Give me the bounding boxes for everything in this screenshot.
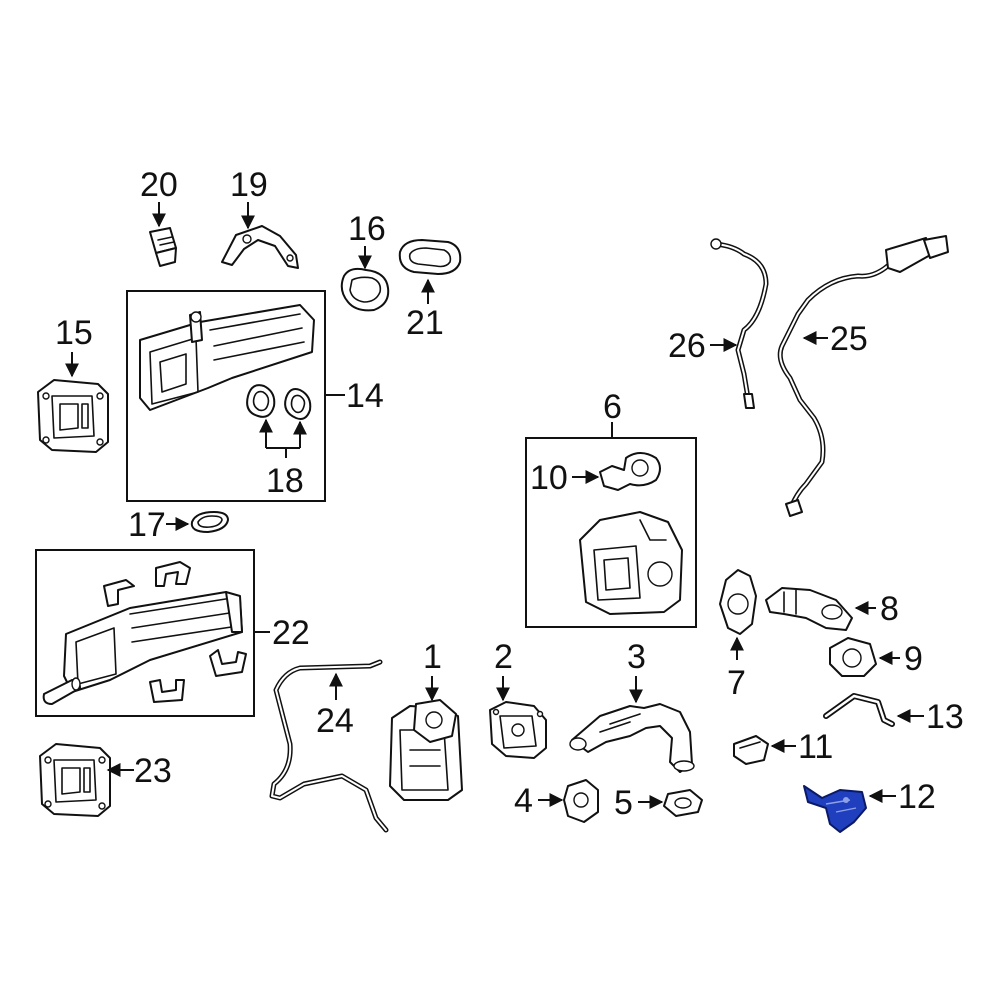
part-6-egr-valve-assembly[interactable] — [579, 511, 683, 615]
callout-4: 4 — [514, 782, 533, 820]
part-23-gasket-plate[interactable] — [39, 743, 111, 817]
part-5-gasket[interactable] — [663, 789, 703, 817]
callout-13: 13 — [926, 698, 964, 736]
callout-12: 12 — [898, 778, 936, 816]
part-20-sensor[interactable] — [149, 227, 177, 267]
part-26-sensor-wire[interactable] — [710, 238, 769, 409]
part-10-actuator[interactable] — [599, 452, 661, 491]
callout-10: 10 — [530, 459, 568, 497]
part-11-bracket[interactable] — [733, 735, 769, 765]
callout-23: 23 — [134, 752, 172, 790]
callout-20: 20 — [140, 166, 178, 204]
part-18-gasket-right[interactable] — [284, 388, 312, 420]
part-7-gasket[interactable] — [719, 569, 757, 635]
part-1-egr-valve[interactable] — [389, 699, 463, 801]
callout-8: 8 — [880, 590, 899, 628]
callout-5: 5 — [614, 784, 633, 822]
callout-24: 24 — [316, 702, 354, 740]
part-22-egr-cooler-kit[interactable] — [42, 561, 247, 705]
callout-9: 9 — [904, 640, 923, 678]
part-2-valve-body[interactable] — [489, 701, 547, 759]
part-19-bracket[interactable] — [221, 225, 299, 269]
callout-6: 6 — [603, 388, 622, 426]
part-9-gasket[interactable] — [829, 637, 877, 677]
part-12-bracket-highlighted[interactable] — [803, 785, 867, 833]
callout-18: 18 — [266, 462, 304, 500]
callout-22: 22 — [272, 614, 310, 652]
callout-15: 15 — [55, 314, 93, 352]
callout-26: 26 — [668, 327, 706, 365]
part-14-egr-cooler[interactable] — [139, 304, 315, 411]
callout-7: 7 — [727, 664, 746, 702]
callouts: 20 19 16 21 15 14 18 17 22 23 24 1 2 3 4… — [55, 166, 964, 822]
part-17-o-ring[interactable] — [190, 511, 229, 533]
callout-17: 17 — [128, 506, 166, 544]
part-16-gasket[interactable] — [340, 267, 390, 312]
callout-11: 11 — [798, 728, 833, 766]
callout-3: 3 — [627, 638, 646, 676]
part-8-elbow[interactable] — [765, 587, 853, 631]
callout-14: 14 — [346, 377, 384, 415]
part-24-tube[interactable] — [269, 659, 389, 833]
part-25-sensor-harness[interactable] — [777, 235, 949, 517]
part-13-hose[interactable] — [823, 693, 895, 727]
callout-2: 2 — [494, 638, 513, 676]
callout-19: 19 — [230, 166, 268, 204]
part-21-gasket[interactable] — [398, 239, 462, 275]
part-15-gasket-plate[interactable] — [37, 379, 109, 453]
callout-1: 1 — [423, 638, 442, 676]
callout-25: 25 — [830, 320, 868, 358]
part-18-gasket-left[interactable] — [246, 384, 276, 418]
part-4-gasket[interactable] — [563, 779, 599, 823]
callout-21: 21 — [406, 304, 444, 342]
part-3-tube[interactable] — [569, 703, 695, 773]
callout-16: 16 — [348, 210, 386, 248]
